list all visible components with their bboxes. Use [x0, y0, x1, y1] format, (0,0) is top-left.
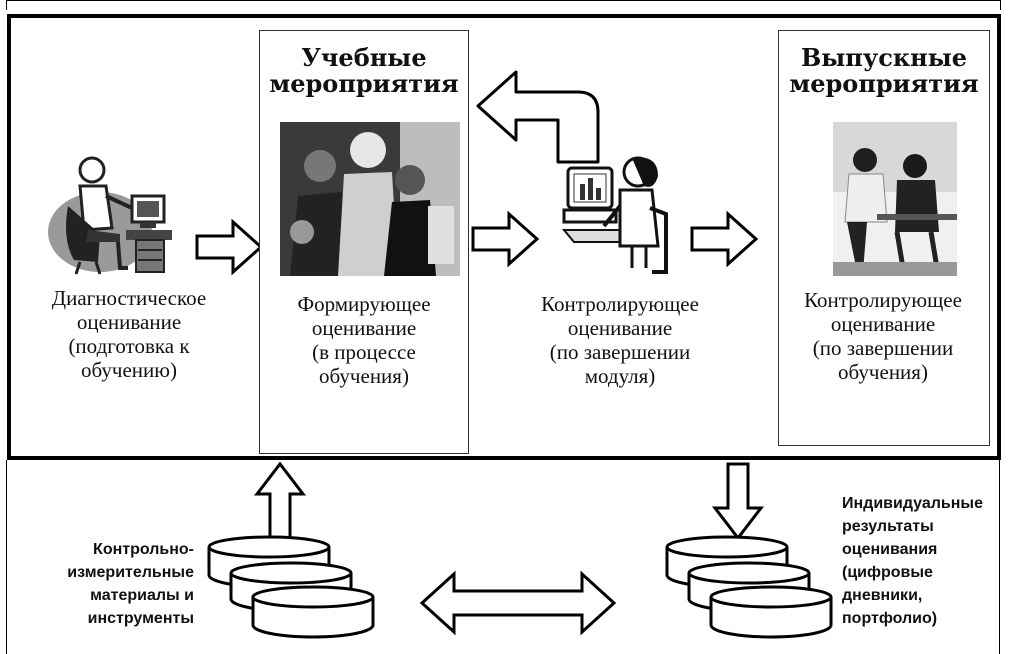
store-label: Контрольно- измерительные материалы и ин…	[67, 541, 194, 627]
stage-caption: Формирующее оценивание (в процессе обуче…	[297, 292, 431, 388]
box-title: Учебные мероприятия	[269, 43, 459, 98]
woman-at-computer-clipart-icon	[561, 156, 668, 274]
right-arrow-3	[690, 210, 759, 268]
database-icon-left	[207, 535, 375, 639]
graduation-meeting-photo	[833, 122, 957, 276]
box-title: Выпускные мероприятия	[789, 43, 979, 98]
database-icon-right	[665, 535, 833, 639]
stage-caption: Контролирующее оценивание (по завершении…	[541, 292, 699, 388]
lower-border-right	[999, 460, 1000, 654]
stage-caption: Диагностическое оценивание (подготовка к…	[51, 286, 207, 382]
person-at-computer-clipart-icon	[48, 156, 172, 275]
lower-border-left	[6, 460, 7, 654]
double-arrow	[419, 570, 617, 636]
top-border-line	[6, 0, 1001, 1]
down-arrow	[711, 462, 765, 541]
group-learning-photo	[280, 122, 460, 276]
top-border-tick-left	[6, 0, 7, 10]
feedback-arrow	[476, 70, 600, 164]
top-border-tick-right	[1000, 0, 1001, 10]
stage-caption: Контролирующее оценивание (по завершении…	[804, 288, 962, 384]
right-arrow-2	[471, 210, 540, 268]
main-process-frame	[7, 14, 1001, 460]
right-arrow-1	[195, 218, 264, 276]
up-arrow	[253, 461, 307, 540]
store-label: Индивидуальные результаты оценивания (ци…	[842, 495, 983, 627]
